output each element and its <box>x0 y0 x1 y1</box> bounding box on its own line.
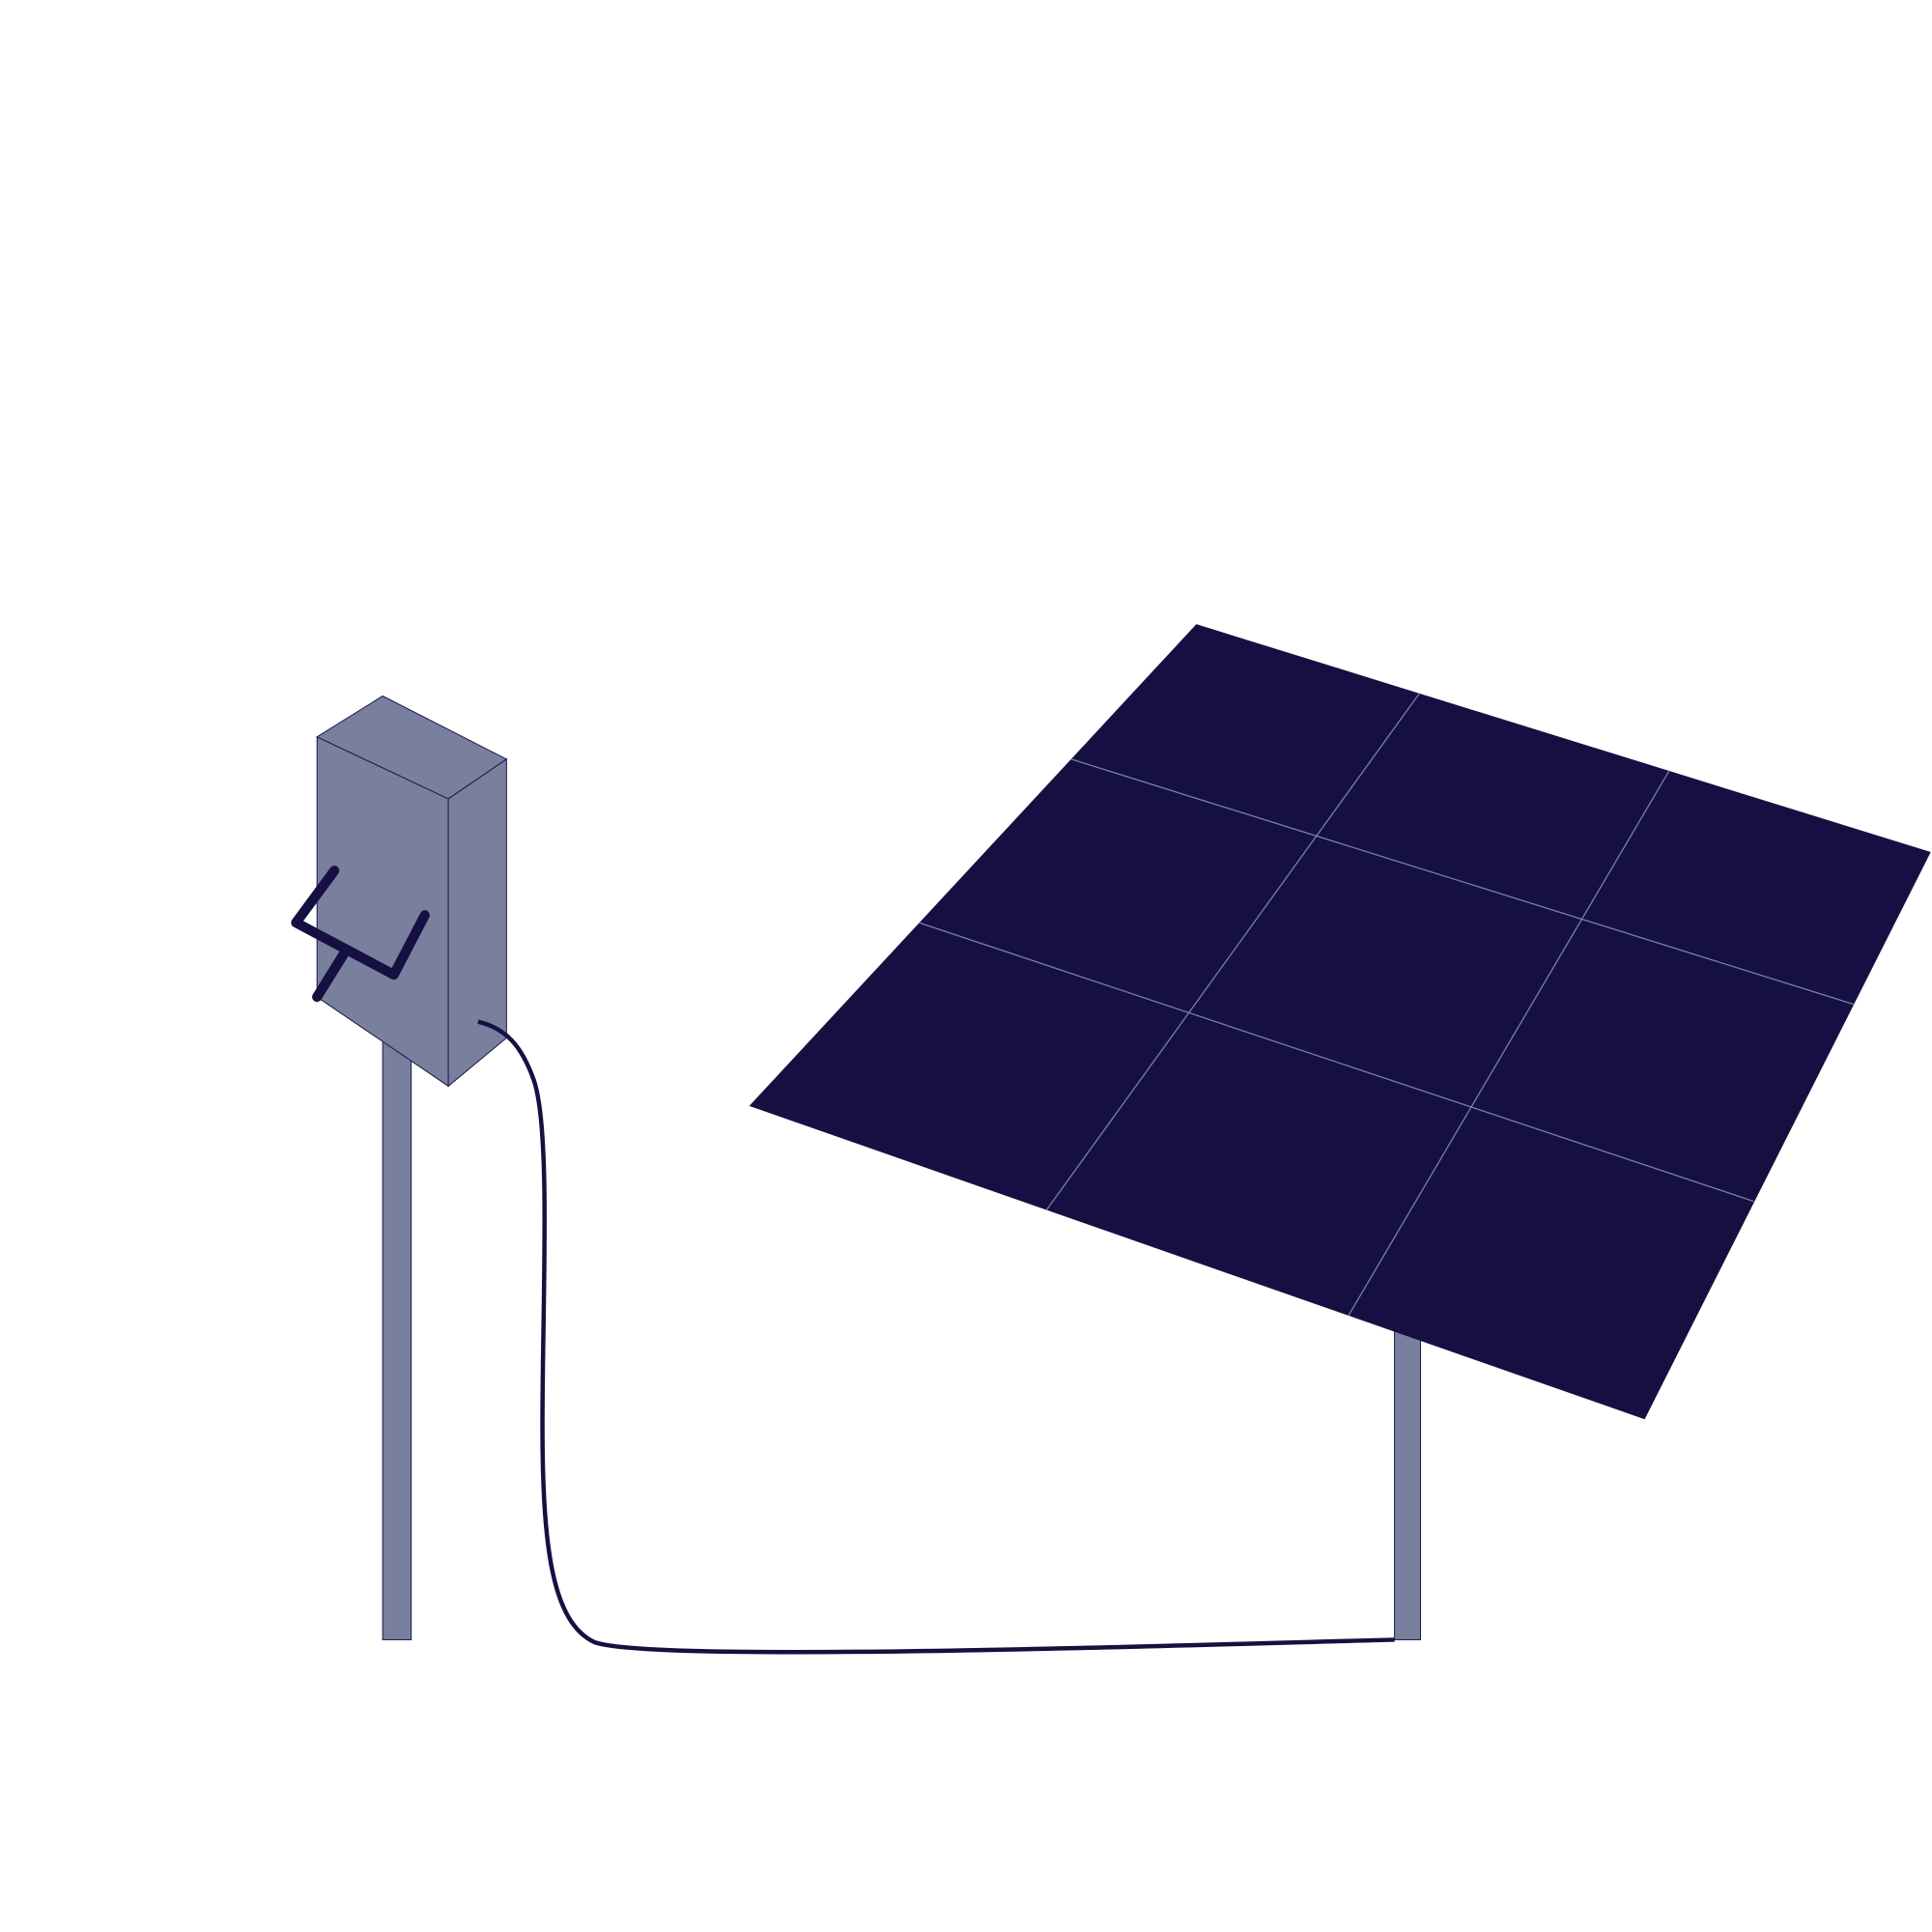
cable-icon <box>477 1019 1395 1655</box>
antenna-icon <box>291 866 430 1003</box>
solar-panel-icon <box>749 624 1931 1420</box>
panel-grid <box>919 693 1855 1316</box>
panel-surface <box>749 624 1931 1420</box>
box-side <box>447 757 507 1088</box>
left-pole <box>382 1034 412 1640</box>
right-pole <box>1394 1312 1422 1640</box>
inverter-box-icon <box>316 695 508 1088</box>
